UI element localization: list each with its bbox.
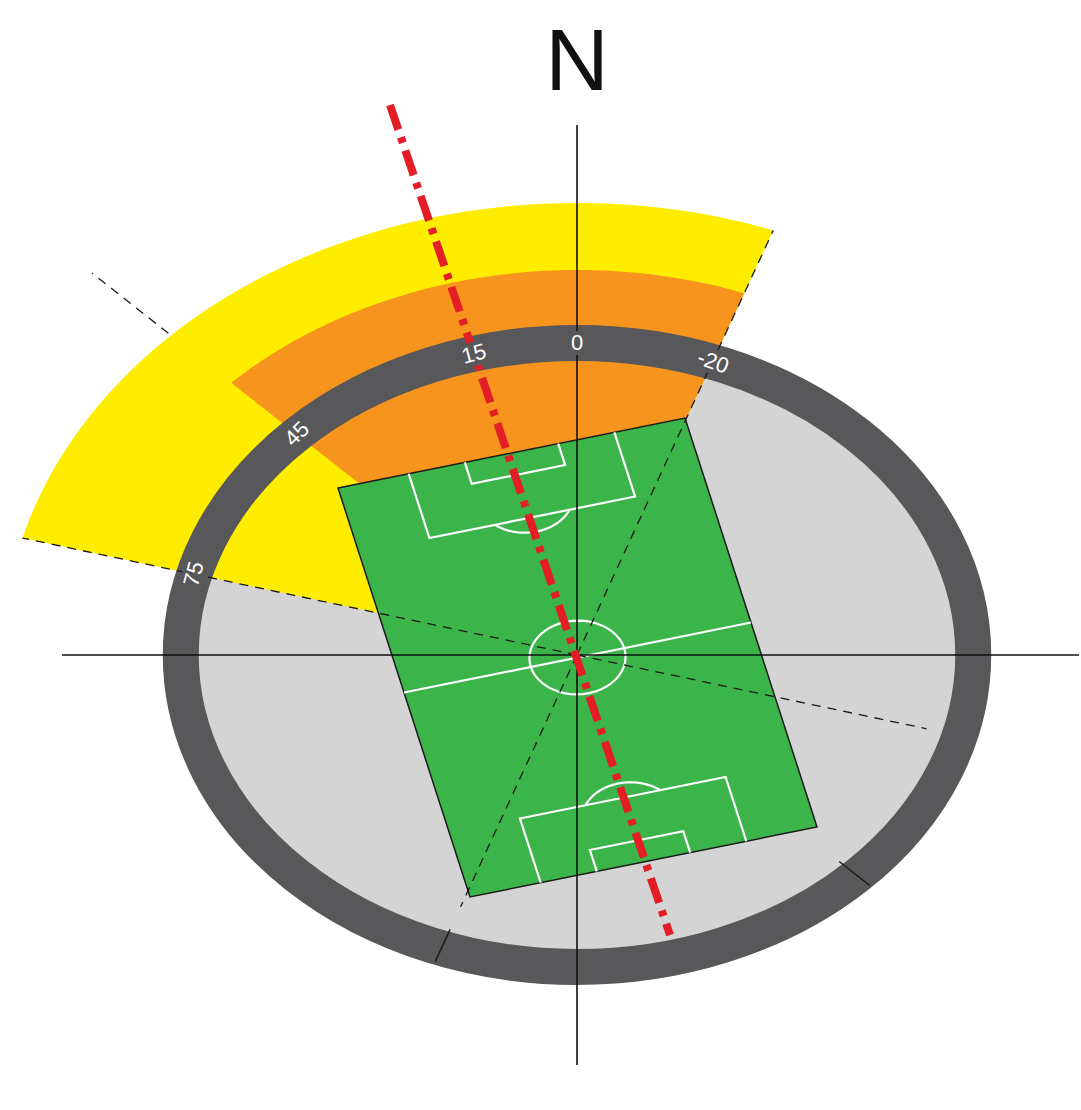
ring-tick	[435, 929, 450, 961]
limit-line	[577, 230, 773, 655]
north-label: N	[545, 16, 609, 104]
ring-ticks	[435, 861, 869, 961]
ring-tick	[839, 861, 870, 885]
pitch-marking	[520, 777, 746, 883]
north-south-axis	[576, 125, 578, 1065]
pitch-axis	[390, 105, 670, 935]
limit-lines	[23, 230, 927, 907]
east-west-axis	[62, 654, 1079, 656]
limit-line	[577, 655, 927, 729]
bearing-label: 0	[568, 331, 586, 355]
limit-line	[461, 655, 577, 907]
limit-line	[92, 273, 168, 333]
limit-line	[23, 538, 577, 655]
